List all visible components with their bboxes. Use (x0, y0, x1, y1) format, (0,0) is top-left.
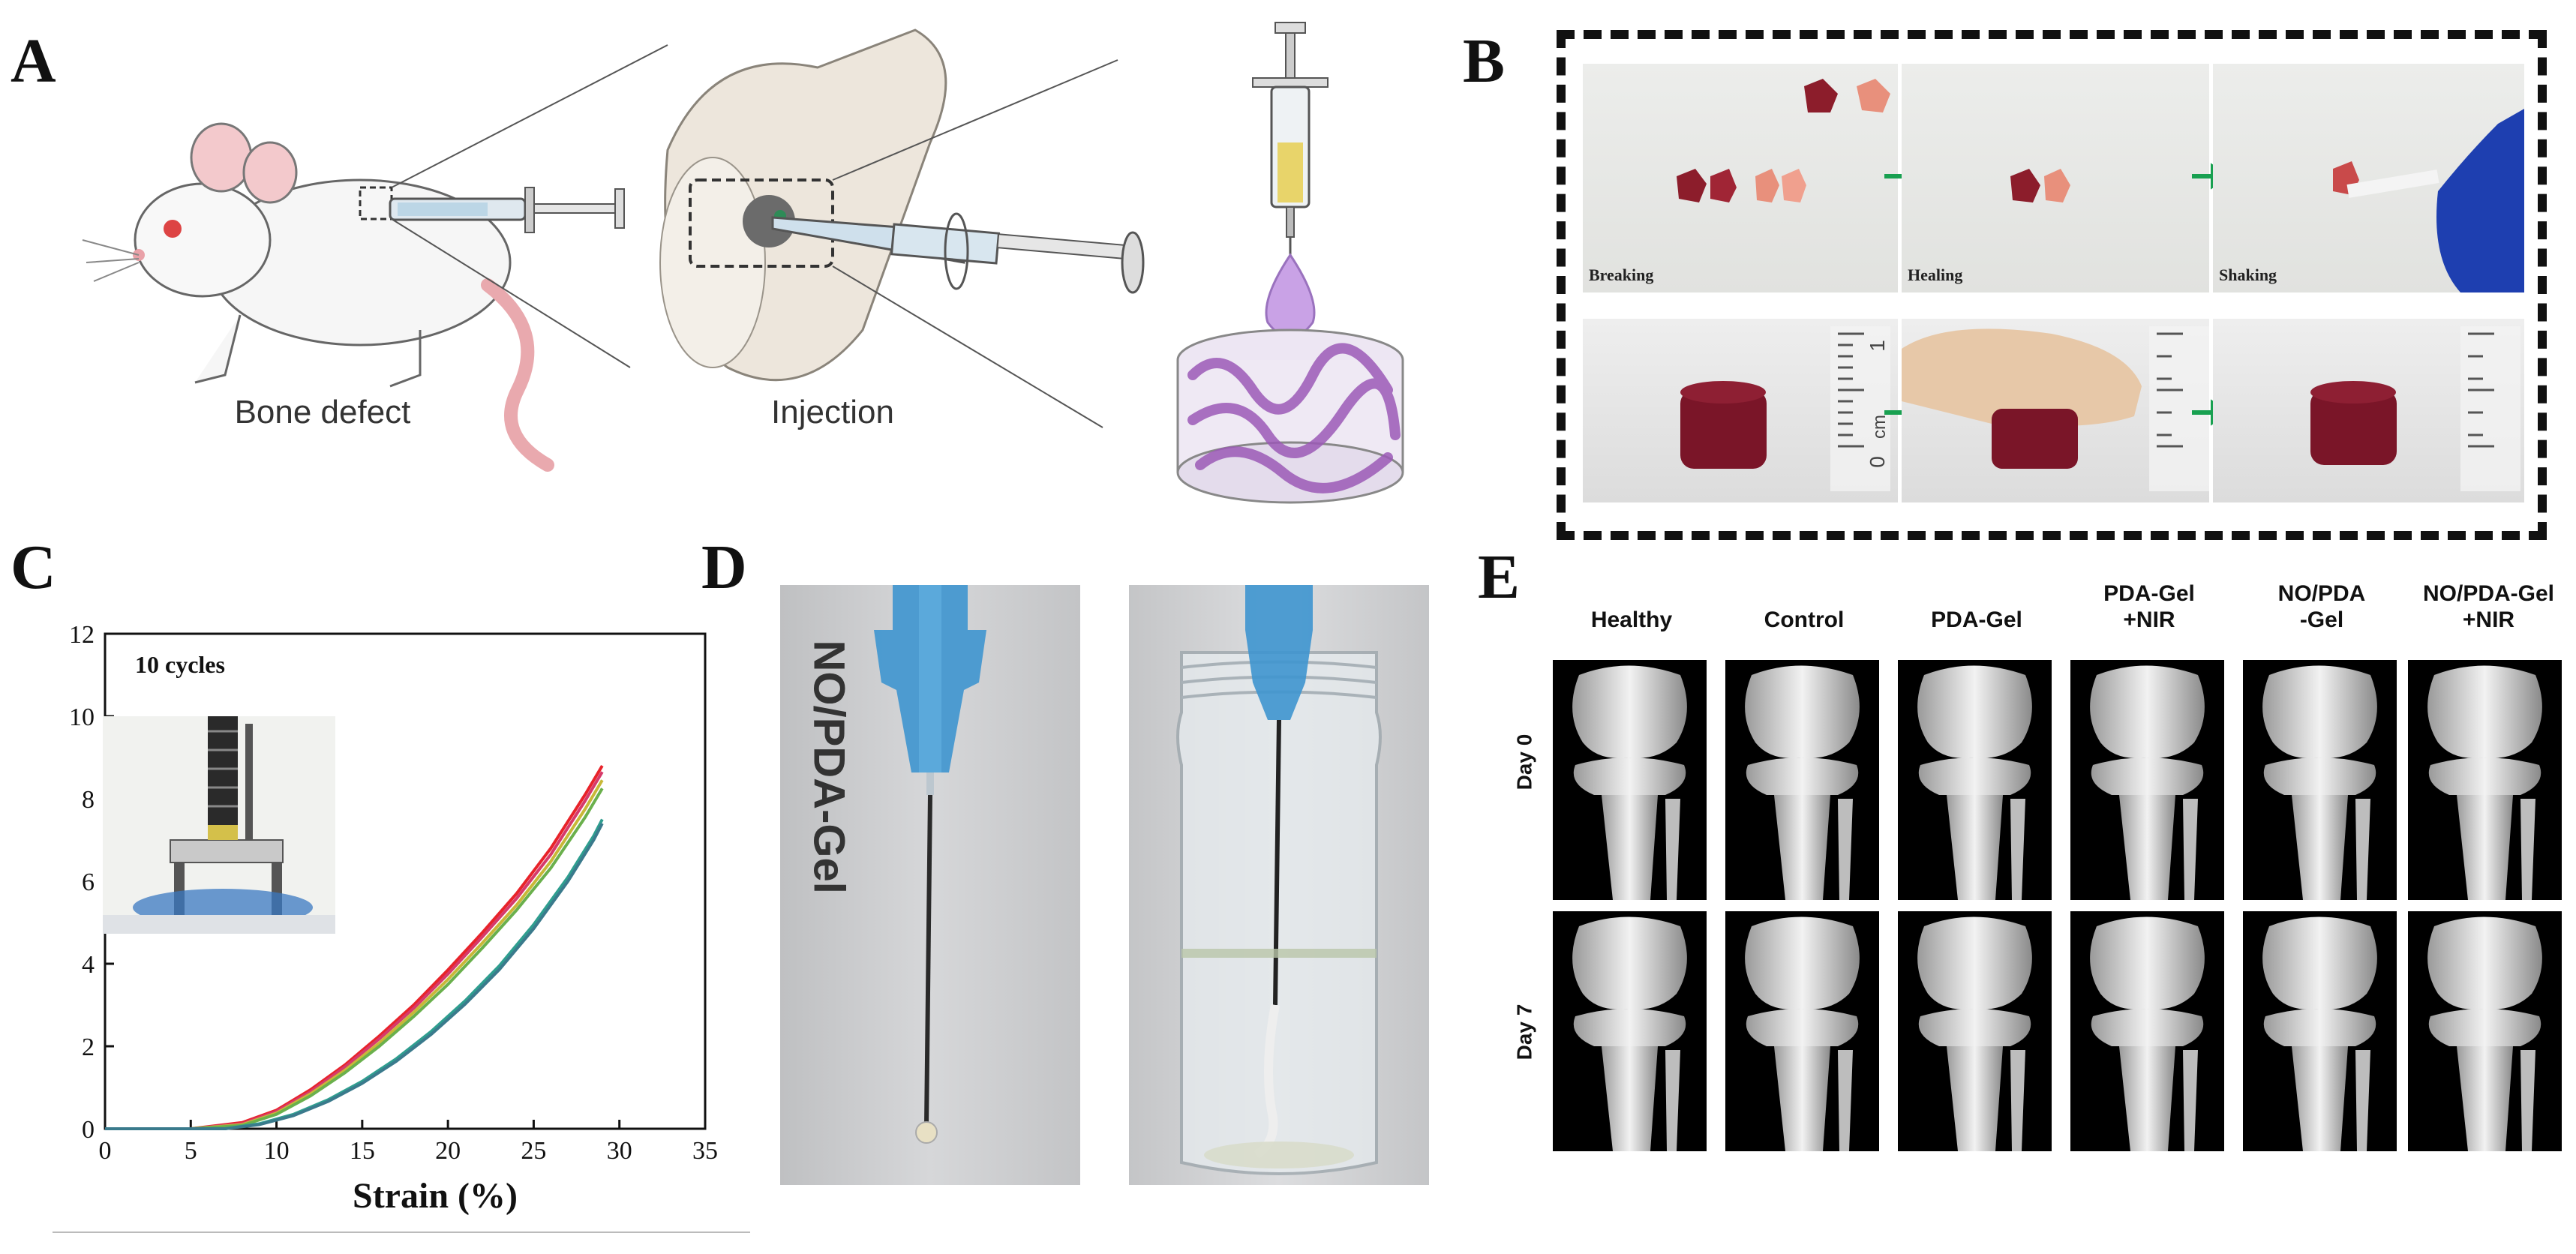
ct-scan-r0-c2 (1898, 660, 2052, 900)
y-tick-label-0: 0 (82, 1116, 95, 1144)
y-tick-label-3: 6 (82, 868, 95, 896)
bone-defect-illustration (82, 22, 1404, 504)
ct-scan-r1-c3 (2070, 911, 2224, 1151)
row-label-day0: Day 0 (1512, 734, 1536, 790)
ct-scan-r0-c4 (2243, 660, 2397, 900)
photo-gel-recovered (2213, 319, 2524, 502)
x-tick-label-0: 0 (99, 1137, 112, 1165)
vertical-syringe-icon (1252, 22, 1329, 339)
x-axis-label: Strain (%) (353, 1176, 518, 1216)
x-tick-label-1: 5 (185, 1137, 197, 1165)
ct-scan-r0-c0 (1553, 660, 1707, 900)
stress-strain-chart: 0 5 10 15 20 25 30 35 0 2 4 6 8 10 12 Strain (%) (69, 621, 718, 1216)
ruler-mark-1: 1 (1865, 340, 1889, 352)
hydrogel-dish-icon (1176, 328, 1404, 504)
rat-icon (82, 122, 554, 472)
panel-letter-b: B (1463, 26, 1506, 96)
column-header-control: Control (1764, 608, 1845, 632)
x-tick-label-4: 20 (435, 1137, 461, 1165)
caption-breaking: Breaking (1589, 266, 1654, 284)
inset-tester-photo (103, 716, 335, 934)
bone-icon (659, 28, 947, 382)
column-header-no-pda-gel: NO/PDA -Gel (2277, 581, 2366, 632)
ct-scan-r1-c2 (1898, 911, 2052, 1151)
y-tick-label-4: 8 (82, 786, 95, 814)
panel-letter-a: A (11, 26, 56, 96)
panel-c-divider (53, 1232, 750, 1233)
photo-vial-injection (1129, 585, 1429, 1185)
row-label-day7: Day 7 (1512, 1004, 1536, 1060)
x-tick-label-5: 25 (521, 1137, 546, 1165)
photo-gel-before: 1 cm 0 (1583, 319, 1898, 502)
ct-scan-r1-c5 (2408, 911, 2562, 1151)
caption-shaking: Shaking (2219, 266, 2277, 284)
panel-letter-d: D (701, 532, 747, 602)
x-tick-label-7: 35 (692, 1137, 718, 1165)
y-tick-label-6: 12 (69, 621, 95, 649)
y-tick-label-2: 4 (82, 951, 95, 979)
photo-breaking: Breaking (1583, 64, 1898, 292)
column-header-pda-gel-nir: PDA-Gel +NIR (2103, 581, 2195, 632)
ct-scan-r0-c5 (2408, 660, 2562, 900)
ct-scan-r0-c3 (2070, 660, 2224, 900)
panel-b-dashed-frame (1557, 30, 2547, 540)
column-header-no-pda-gel-nir: NO/PDA-Gel +NIR (2422, 581, 2555, 632)
inset-label: 10 cycles (135, 651, 225, 678)
caption-healing: Healing (1908, 266, 1963, 284)
ct-scan-r1-c1 (1725, 911, 1879, 1151)
panel-letter-c: C (11, 532, 56, 602)
ct-scan-r0-c1 (1725, 660, 1879, 900)
syringe-icon (389, 187, 625, 233)
column-header-healthy: Healthy (1590, 608, 1673, 632)
photo-shaking: Shaking (2213, 64, 2524, 292)
panel-a-illustration (68, 15, 1410, 525)
photo-healing: Healing (1902, 64, 2209, 292)
injection-syringe-icon (771, 212, 1145, 294)
series-line-5 (105, 823, 604, 1130)
ruler-mark-0: 0 (1865, 456, 1889, 468)
series-line-3 (105, 788, 604, 1130)
label-bone-defect: Bone defect (234, 394, 411, 430)
panel-c-chart: 0 5 10 15 20 25 30 35 0 2 4 6 8 10 12 Strain (%) (30, 592, 758, 1238)
panel-letter-e: E (1478, 542, 1521, 612)
y-tick-label-5: 10 (69, 704, 95, 731)
ct-scan-r1-c4 (2243, 911, 2397, 1151)
vertical-label-gel: NO/PDA-Gel (804, 640, 854, 894)
label-injection: Injection (771, 394, 894, 430)
photo-needle-gel: NO/PDA-Gel (780, 585, 1080, 1185)
x-tick-label-6: 30 (607, 1137, 632, 1165)
x-tick-label-2: 10 (264, 1137, 290, 1165)
x-tick-label-3: 15 (350, 1137, 375, 1165)
y-tick-label-1: 2 (82, 1034, 95, 1061)
column-header-pda-gel: PDA-Gel (1931, 608, 2022, 632)
photo-gel-pressed (1902, 319, 2209, 502)
ct-scan-r1-c0 (1553, 911, 1707, 1151)
